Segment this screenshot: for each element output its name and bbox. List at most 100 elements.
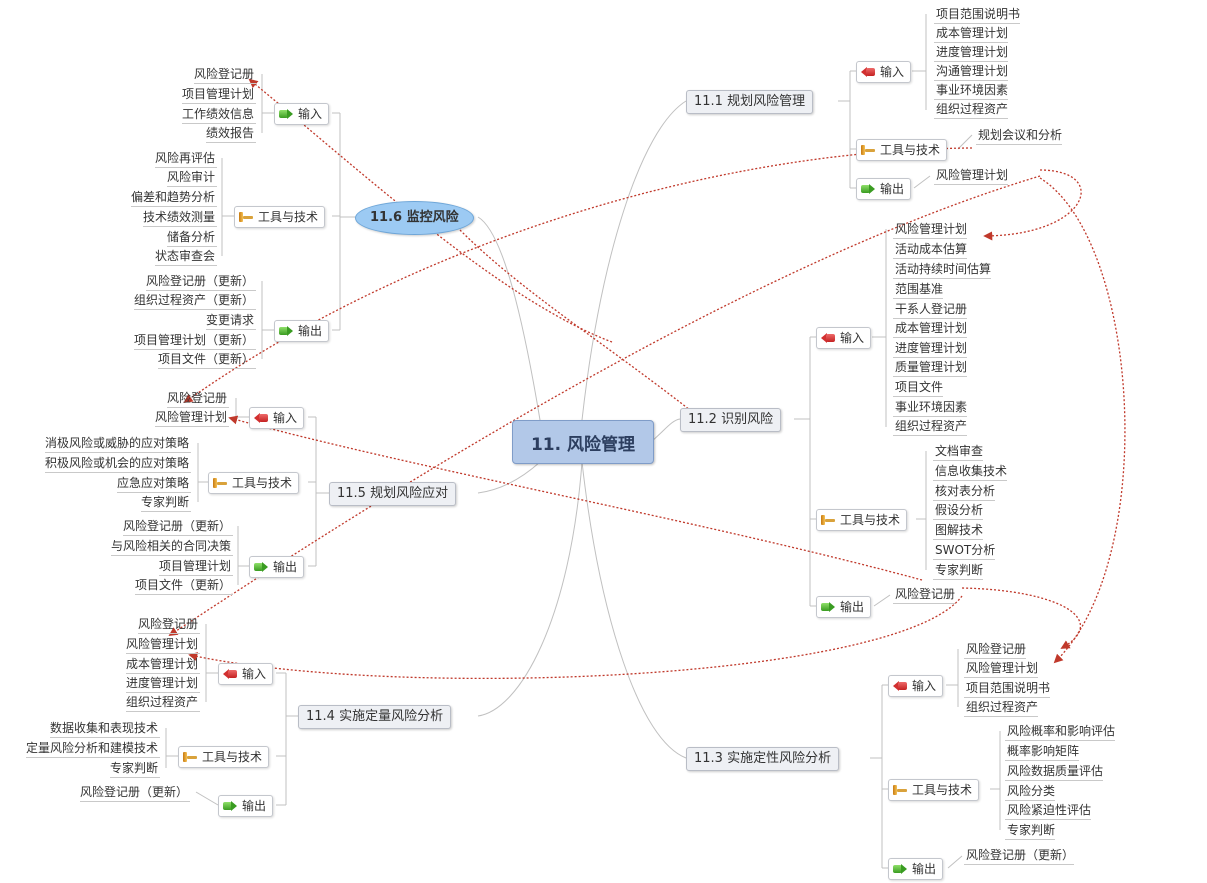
g6-input-item[interactable]: 风险登记册 bbox=[193, 65, 256, 84]
g2-input-item[interactable]: 风险管理计划 bbox=[893, 220, 968, 239]
g3-tools-node[interactable]: 工具与技术 bbox=[888, 779, 980, 801]
g6-input-item[interactable]: 项目管理计划 bbox=[181, 85, 256, 104]
g6-output-item[interactable]: 组织过程资产（更新） bbox=[133, 291, 256, 310]
g6-tool-item[interactable]: 偏差和趋势分析 bbox=[130, 188, 217, 207]
g4-input-item[interactable]: 风险管理计划 bbox=[125, 635, 200, 654]
g2-tool-item[interactable]: 核对表分析 bbox=[933, 482, 996, 501]
g4-input-node[interactable]: 输入 bbox=[218, 663, 274, 685]
g6-input-node[interactable]: 输入 bbox=[274, 103, 330, 125]
g2-input-item[interactable]: 质量管理计划 bbox=[893, 358, 968, 377]
g6-tool-item[interactable]: 状态审查会 bbox=[154, 247, 217, 266]
g6-output-item[interactable]: 项目文件（更新） bbox=[157, 350, 256, 369]
g2-tool-item[interactable]: 文档审查 bbox=[933, 442, 984, 461]
g2-input-item[interactable]: 项目文件 bbox=[893, 378, 944, 397]
g5-tool-item[interactable]: 积极风险或机会的应对策略 bbox=[44, 454, 191, 473]
g1-output-item[interactable]: 风险管理计划 bbox=[934, 166, 1009, 185]
g1-input-node[interactable]: 输入 bbox=[856, 61, 912, 83]
g1-input-item[interactable]: 组织过程资产 bbox=[934, 100, 1009, 119]
g2-tools-node[interactable]: 工具与技术 bbox=[816, 509, 908, 531]
g4-input-item[interactable]: 进度管理计划 bbox=[125, 674, 200, 693]
g2-input-node[interactable]: 输入 bbox=[816, 327, 872, 349]
g4-tool-item[interactable]: 专家判断 bbox=[109, 759, 160, 778]
g2-tool-item[interactable]: 专家判断 bbox=[933, 561, 984, 580]
g1-tool-item[interactable]: 规划会议和分析 bbox=[976, 126, 1063, 145]
g5-tools-node[interactable]: 工具与技术 bbox=[208, 472, 300, 494]
g1-tools-node[interactable]: 工具与技术 bbox=[856, 139, 948, 161]
g6-output-item[interactable]: 变更请求 bbox=[205, 311, 256, 330]
g2-input-item[interactable]: 活动成本估算 bbox=[893, 240, 968, 259]
link-center-g1 bbox=[581, 100, 687, 421]
branch-plan-risk-management[interactable]: 11.1 规划风险管理 bbox=[686, 90, 814, 114]
g6-tool-item[interactable]: 储备分析 bbox=[166, 228, 217, 247]
g3-tool-item[interactable]: 风险概率和影响评估 bbox=[1005, 722, 1116, 741]
g4-input-item[interactable]: 组织过程资产 bbox=[125, 693, 200, 712]
g5-input-item[interactable]: 风险管理计划 bbox=[154, 408, 229, 427]
g2-tool-item[interactable]: SWOT分析 bbox=[933, 541, 996, 560]
g6-output-item[interactable]: 风险登记册（更新） bbox=[145, 272, 256, 291]
g5-output-item[interactable]: 风险登记册（更新） bbox=[122, 517, 233, 536]
g5-output-item[interactable]: 项目管理计划 bbox=[158, 557, 233, 576]
g4-output-item[interactable]: 风险登记册（更新） bbox=[79, 783, 190, 802]
g3-input-item[interactable]: 风险管理计划 bbox=[964, 659, 1039, 678]
g5-tool-item[interactable]: 应急应对策略 bbox=[116, 474, 191, 493]
g4-tool-item[interactable]: 数据收集和表现技术 bbox=[49, 719, 160, 738]
branch-quantitative-analysis[interactable]: 11.4 实施定量风险分析 bbox=[298, 705, 452, 729]
g5-input-item[interactable]: 风险登记册 bbox=[166, 389, 229, 408]
g5-tool-item[interactable]: 消极风险或威胁的应对策略 bbox=[44, 434, 191, 453]
g6-tool-item[interactable]: 风险再评估 bbox=[154, 149, 217, 168]
g2-tool-item[interactable]: 信息收集技术 bbox=[933, 462, 1008, 481]
g6-output-node[interactable]: 输出 bbox=[274, 320, 330, 342]
g4-input-item[interactable]: 风险登记册 bbox=[137, 615, 200, 634]
g6-tool-item[interactable]: 风险审计 bbox=[166, 168, 217, 187]
g2-input-item[interactable]: 成本管理计划 bbox=[893, 319, 968, 338]
g2-input-item[interactable]: 范围基准 bbox=[893, 280, 944, 299]
g1-input-item[interactable]: 项目范围说明书 bbox=[934, 5, 1021, 24]
g2-input-item[interactable]: 进度管理计划 bbox=[893, 339, 968, 358]
g3-tool-item[interactable]: 风险分类 bbox=[1005, 782, 1056, 801]
branch-monitor-control-risks[interactable]: 11.6 监控风险 bbox=[355, 201, 474, 235]
g5-output-item[interactable]: 与风险相关的合同决策 bbox=[110, 537, 233, 556]
g3-tool-item[interactable]: 风险紧迫性评估 bbox=[1005, 801, 1092, 820]
g6-input-item[interactable]: 绩效报告 bbox=[205, 124, 256, 143]
g3-output-node[interactable]: 输出 bbox=[888, 858, 944, 880]
g2-input-item[interactable]: 活动持续时间估算 bbox=[893, 260, 992, 279]
g2-output-node[interactable]: 输出 bbox=[816, 596, 872, 618]
g1-input-item[interactable]: 沟通管理计划 bbox=[934, 62, 1009, 81]
g3-input-node[interactable]: 输入 bbox=[888, 675, 944, 697]
g3-input-item[interactable]: 项目范围说明书 bbox=[964, 679, 1051, 698]
g2-input-item[interactable]: 组织过程资产 bbox=[893, 417, 968, 436]
g5-tool-item[interactable]: 专家判断 bbox=[140, 493, 191, 512]
g5-input-node[interactable]: 输入 bbox=[249, 407, 305, 429]
g1-input-item[interactable]: 进度管理计划 bbox=[934, 43, 1009, 62]
g6-output-item[interactable]: 项目管理计划（更新） bbox=[133, 331, 256, 350]
g2-tool-item[interactable]: 假设分析 bbox=[933, 501, 984, 520]
g3-tool-item[interactable]: 风险数据质量评估 bbox=[1005, 762, 1104, 781]
g5-output-node[interactable]: 输出 bbox=[249, 556, 305, 578]
g3-tool-item[interactable]: 概率影响矩阵 bbox=[1005, 742, 1080, 761]
g4-tools-node[interactable]: 工具与技术 bbox=[178, 746, 270, 768]
relation-plan-to-qualitative bbox=[1039, 177, 1126, 664]
g4-tool-item[interactable]: 定量风险分析和建模技术 bbox=[25, 739, 160, 758]
branch-qualitative-analysis[interactable]: 11.3 实施定性风险分析 bbox=[686, 747, 840, 771]
g3-output-item[interactable]: 风险登记册（更新） bbox=[964, 846, 1075, 865]
g2-input-item[interactable]: 事业环境因素 bbox=[893, 398, 968, 417]
g2-tool-item[interactable]: 图解技术 bbox=[933, 521, 984, 540]
g1-input-item[interactable]: 事业环境因素 bbox=[934, 81, 1009, 100]
g4-input-item[interactable]: 成本管理计划 bbox=[125, 655, 200, 674]
g1-input-item[interactable]: 成本管理计划 bbox=[934, 24, 1009, 43]
g6-input-item[interactable]: 工作绩效信息 bbox=[181, 105, 256, 124]
g3-tool-item[interactable]: 专家判断 bbox=[1005, 821, 1056, 840]
g2-output-item[interactable]: 风险登记册 bbox=[893, 585, 956, 604]
branch-identify-risks[interactable]: 11.2 识别风险 bbox=[680, 408, 782, 432]
g1-output-node[interactable]: 输出 bbox=[856, 178, 912, 200]
g6-tool-item[interactable]: 技术绩效测量 bbox=[142, 208, 217, 227]
central-topic[interactable]: 11. 风险管理 bbox=[512, 420, 654, 464]
g2-input-item[interactable]: 干系人登记册 bbox=[893, 300, 968, 319]
g3-input-item[interactable]: 风险登记册 bbox=[964, 640, 1027, 659]
g3-input-item[interactable]: 组织过程资产 bbox=[964, 698, 1039, 717]
g6-tools-node[interactable]: 工具与技术 bbox=[234, 206, 326, 228]
g5-output-item[interactable]: 项目文件（更新） bbox=[134, 576, 233, 595]
g4-output-node[interactable]: 输出 bbox=[218, 795, 274, 817]
link-g5-spine bbox=[315, 417, 329, 566]
branch-plan-risk-responses[interactable]: 11.5 规划风险应对 bbox=[329, 482, 457, 506]
